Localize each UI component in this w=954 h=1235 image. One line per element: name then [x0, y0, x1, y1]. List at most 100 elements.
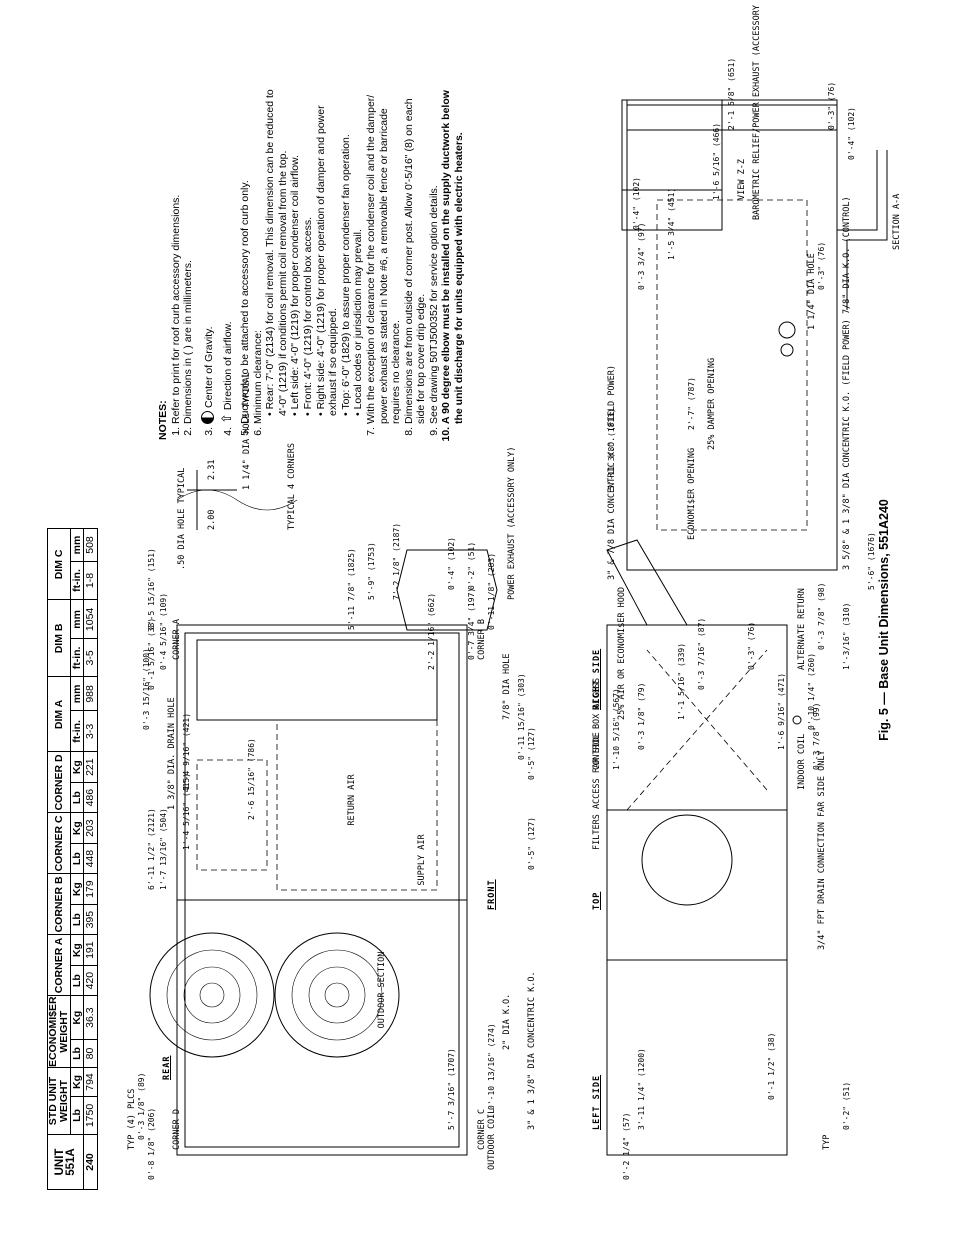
label-control-ko: 3 5/8" & 1 3/8" DIA CONCENTRIC K.O. (FIE…	[842, 196, 852, 570]
dim: 0'-4 5/16" (109)	[159, 592, 168, 670]
dim: 5'-7 3/16" (1707)	[447, 1048, 456, 1130]
right-side-post	[626, 104, 838, 131]
figure-caption: Fig. 5 — Base Unit Dimensions, 551A240	[877, 499, 891, 741]
dim: 0'-3 7/8" (98)	[817, 582, 826, 650]
dim: 1'-1 5/16" (339)	[677, 642, 686, 720]
fan-2-hub	[199, 982, 225, 1008]
label-fpt-drain: 3/4" FPT DRAIN CONNECTION FAR SIDE ONLY	[817, 750, 827, 950]
label-drain-hole: 1 3/8" DIA. DRAIN HOLE	[167, 697, 177, 810]
drain-connection	[792, 715, 802, 725]
dim: 1'-3/16" (310)	[842, 602, 851, 670]
power-exhaust-outline	[396, 549, 498, 631]
fan-2-ring	[166, 949, 258, 1041]
dim: 0'-2 1/4" (57)	[622, 1112, 631, 1180]
dim: 0'-2" (51)	[842, 1081, 851, 1130]
top-view-inner	[184, 632, 460, 1148]
label-corner-c: CORNER C	[477, 1109, 487, 1150]
dim: 0'-11 1/8" (283)	[487, 552, 496, 630]
dim: 0'-4" (102)	[847, 107, 856, 160]
label-dim-200: 2.00	[207, 509, 217, 530]
dim: 0'-3 1/8" (89)	[137, 1072, 146, 1140]
label-corner-b: CORNER B	[477, 619, 487, 660]
dim: 0'-5" (127)	[527, 817, 536, 870]
dim: 0'-11 15/16" (303)	[517, 673, 526, 760]
supply-air-opening	[196, 759, 268, 871]
fan-1-ring	[308, 966, 366, 1024]
label-outdoor-section: OUTDOOR SECTION	[377, 951, 387, 1029]
field-power-ko	[778, 321, 796, 339]
dim: 0'-4" (102)	[447, 537, 456, 590]
dim: 0'-5" (127)	[527, 727, 536, 780]
fan-2-ring	[183, 966, 241, 1024]
fan-1-hub	[324, 982, 350, 1008]
dim: 0'-7 3/4" (197)	[467, 587, 476, 660]
label-typ-4-corners: TYPICAL 4 CORNERS	[287, 443, 297, 530]
top-view-outline	[176, 624, 468, 1156]
dim: 2'-7" (787)	[687, 377, 696, 430]
corner-detail-curve	[176, 489, 298, 511]
control-ko	[780, 343, 794, 357]
label-typ-plcs: TYP (4) PLCS	[127, 1088, 137, 1150]
label-economizer-opening: ECONOMI$ER OPENING	[687, 447, 697, 540]
label-section-aa: SECTION A-A	[892, 193, 902, 250]
dim: 2'-6 15/16" (786)	[247, 738, 256, 820]
label-left-side: LEFT SIDE	[592, 1074, 602, 1130]
fan-2	[149, 932, 275, 1058]
dim: 2'-2 1/16" (662)	[427, 592, 436, 670]
dim: 0'-3 7/16" (87)	[697, 617, 706, 690]
blower-wheel	[641, 814, 733, 906]
label-typ: TYP	[822, 1134, 832, 1150]
dim: 0'-4" (102)	[632, 177, 641, 230]
label-7-8-hole: 7/8" DIA HOLE	[502, 653, 512, 720]
dim: 5'-9" (1753)	[367, 542, 376, 600]
label-2-dia-ko: 2" DIA K.O.	[502, 993, 512, 1050]
label-power-exhaust: POWER EXHAUST (ACCESSORY ONLY)	[507, 446, 517, 600]
dim: 0'-10 13/16" (274)	[487, 1023, 496, 1110]
dim: 0'-3" (76)	[827, 81, 836, 130]
drawing-linework	[149, 99, 888, 1156]
dim: 5'-11 3/8" (1813)	[607, 408, 616, 490]
dim: 5'-6" (1676)	[867, 532, 876, 590]
dim: 0'-3 3/4" (97)	[637, 222, 646, 290]
economizer-opening	[656, 199, 808, 531]
label-baro-relief: BAROMETRIC RELIEF/POWER EXHAUST (ACCESSO…	[752, 0, 762, 220]
dim: 5'-11 7/8" (1825)	[347, 548, 356, 630]
dim: 0'-2" (51)	[467, 541, 476, 590]
view-zz-outline	[621, 99, 723, 231]
dim: 0'-3" (76)	[817, 241, 826, 290]
dim: 0'-1 1/2" (38)	[767, 1032, 776, 1100]
section-aa-pipe	[836, 150, 878, 310]
economizer-hood-side	[606, 539, 688, 626]
rotated-drawing-sheet: UNIT 551A STD UNIT WEIGHT ECONOMI$ER WEI…	[47, 0, 907, 1190]
dim: 1'-6 5/16" (466)	[712, 122, 721, 200]
label-supply-air: SUPPLY AIR	[417, 834, 427, 886]
label-indoor-coil: INDOOR COIL	[797, 733, 807, 790]
dim: 1'-7 13/16" (504)	[159, 808, 168, 890]
right-side-outline	[626, 99, 838, 571]
label-outdoor-coil: OUTDOOR COIL	[487, 1108, 497, 1170]
dim: 0'-5 15/16" (151)	[147, 548, 156, 630]
label-rear: REAR	[162, 1055, 172, 1080]
dim: 6'-11 1/2" (2121)	[147, 808, 156, 890]
label-front: FRONT	[487, 879, 497, 910]
dim: 2'-1 5/8" (651)	[727, 57, 736, 130]
label-damper-opening: 25% DAMPER OPENING	[707, 357, 717, 450]
label-top: TOP	[592, 891, 602, 910]
dim: 3'-11 1/4" (1200)	[637, 1048, 646, 1130]
label-view-zz: VIEW Z-Z	[737, 159, 747, 200]
dim: 0'-3" (76)	[747, 621, 756, 670]
return-air-opening	[276, 719, 438, 891]
label-dim-231: 2.31	[207, 459, 217, 480]
dim: 0'-3 1/8" (79)	[637, 682, 646, 750]
label-1-1-4-hole: 1 1/4" DIA HOLE	[807, 253, 817, 330]
label-3-1-3-8-ko: 3" & 1 3/8" DIA CONCENTRIC K.O.	[527, 971, 537, 1130]
fan-1-ring	[291, 949, 383, 1041]
filters-dashed	[646, 649, 768, 791]
dim: 1'-5 3/4" (451)	[667, 187, 676, 260]
dim: 0'-8 1/8" (206)	[147, 1107, 156, 1180]
label-corner-a: CORNER A	[172, 619, 182, 660]
label-dia-hole-typ: .50 DIA HOLE TYPICAL	[177, 467, 187, 570]
dim: 1'-10 5/16" (567)	[612, 688, 621, 770]
section-aa-pipe	[846, 150, 888, 310]
